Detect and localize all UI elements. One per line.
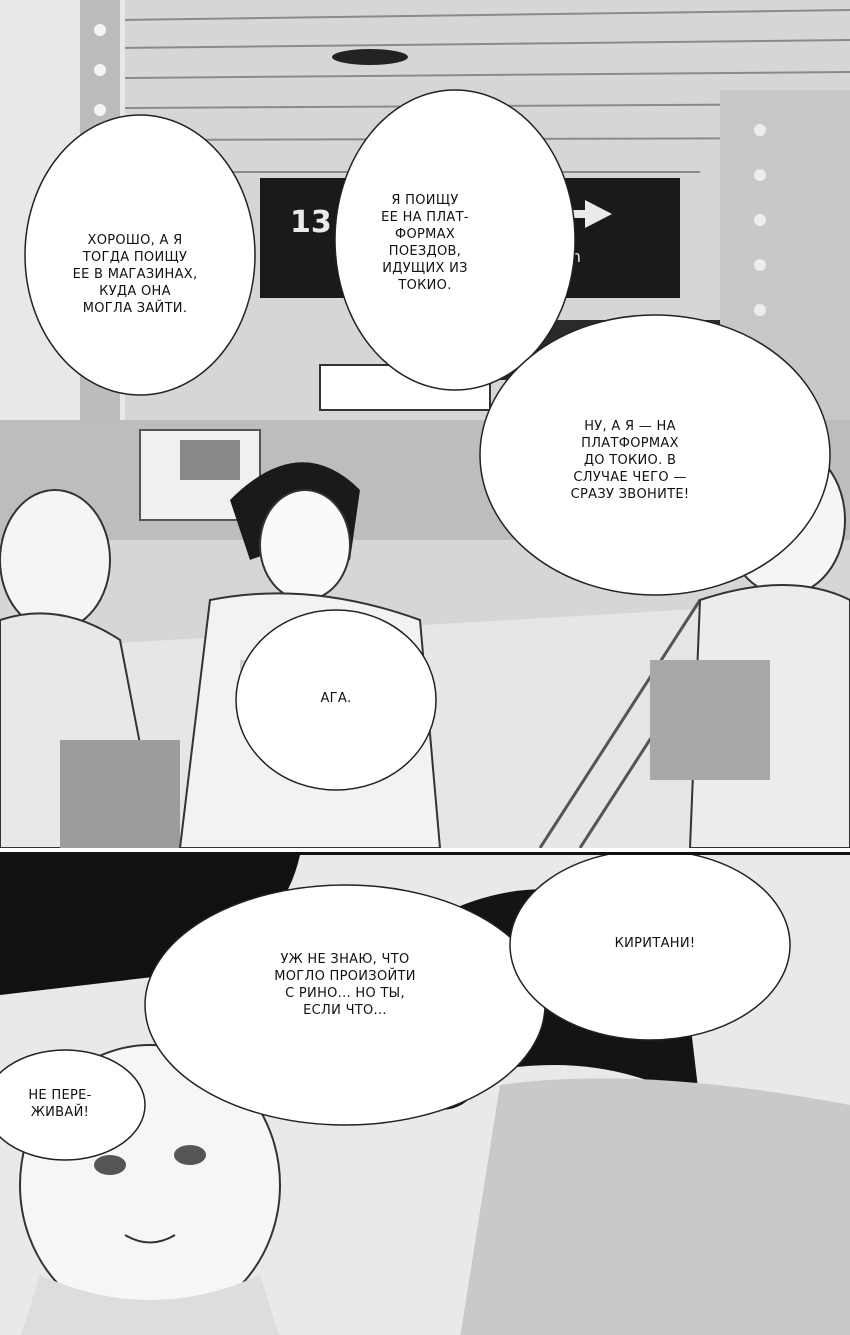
- speech-balloon-text: АГА.: [320, 691, 352, 706]
- closeup-scene-art: [0, 855, 850, 1335]
- balloon-shape-1: [24, 114, 256, 396]
- panel-closeup: УЖ НЕ ЗНАЮ, ЧТО МОГЛО ПРОИЗОЙТИ С РИНО..…: [0, 852, 850, 1335]
- station-scene-art: 13 55m: [0, 0, 850, 848]
- speech-balloon-text: Я ПОИЩУ ЕЕ НА ПЛАТ- ФОРМАХ ПОЕЗДОВ, ИДУЩ…: [381, 193, 469, 293]
- speech-balloon-text: НЕ ПЕРЕ- ЖИВАЙ!: [28, 1088, 92, 1120]
- character-man-closeup: [0, 855, 300, 995]
- sign-platform-number: 13: [290, 205, 332, 240]
- speech-balloon-text: НУ, А Я — НА ПЛАТФОРМАХ ДО ТОКИО. В СЛУЧ…: [570, 419, 690, 502]
- speech-balloon-text: ХОРОШО, А Я ТОГДА ПОИЩУ ЕЕ В МАГАЗИНАХ, …: [72, 233, 198, 316]
- speech-balloon-text: УЖ НЕ ЗНАЮ, ЧТО МОГЛО ПРОИЗОЙТИ С РИНО..…: [274, 952, 416, 1018]
- character-left-woman: [0, 489, 180, 848]
- panel-station-platform: 13 55m: [0, 0, 850, 848]
- arrow-right-icon: [585, 200, 612, 228]
- speech-balloon-text: КИРИТАНИ!: [614, 936, 696, 951]
